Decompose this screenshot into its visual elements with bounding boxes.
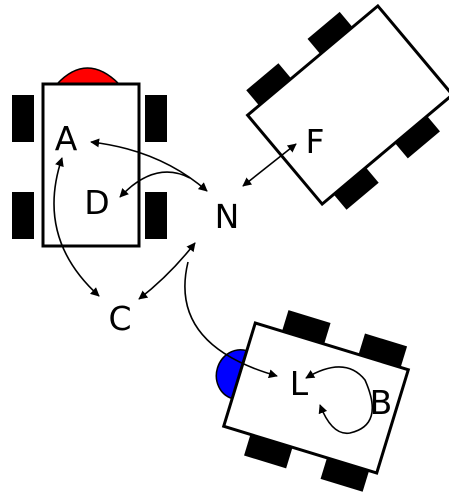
edge-n-f bbox=[242, 143, 297, 187]
node-c: C bbox=[108, 299, 131, 338]
node-l: L bbox=[290, 364, 309, 403]
robot-top-right-wheel bbox=[392, 112, 440, 159]
edge-a-c bbox=[53, 157, 100, 297]
robot-left-wheel bbox=[12, 95, 34, 142]
robot-left-wheel bbox=[145, 95, 167, 142]
edge-a-n bbox=[90, 138, 208, 192]
robot-left-cap bbox=[55, 67, 121, 85]
robot-bottom-right-wheel bbox=[282, 310, 331, 345]
edges bbox=[53, 138, 374, 435]
node-f: F bbox=[306, 122, 325, 161]
robot-top-right-wheel bbox=[246, 63, 294, 109]
robot-bottom-right-wheel bbox=[244, 434, 293, 469]
robot-top-right-wheel bbox=[331, 164, 379, 210]
robot-top-right-body bbox=[245, 3, 449, 207]
robot-left-wheel bbox=[12, 192, 34, 239]
edge-n-l bbox=[184, 261, 278, 379]
edge-n-d bbox=[119, 171, 191, 198]
node-b: B bbox=[370, 383, 393, 422]
node-d: D bbox=[84, 183, 109, 222]
robot-bottom-right-wheel bbox=[320, 457, 370, 492]
node-a: A bbox=[55, 119, 78, 158]
robot-left-wheel bbox=[145, 192, 167, 239]
robot-top-right bbox=[245, 3, 449, 210]
edge-b-l-loop bbox=[305, 366, 374, 435]
robot-bottom-right-wheel bbox=[358, 333, 408, 368]
robot-top-right-wheel bbox=[307, 11, 356, 58]
node-n: N bbox=[215, 197, 240, 236]
edge-n-c bbox=[138, 242, 196, 300]
